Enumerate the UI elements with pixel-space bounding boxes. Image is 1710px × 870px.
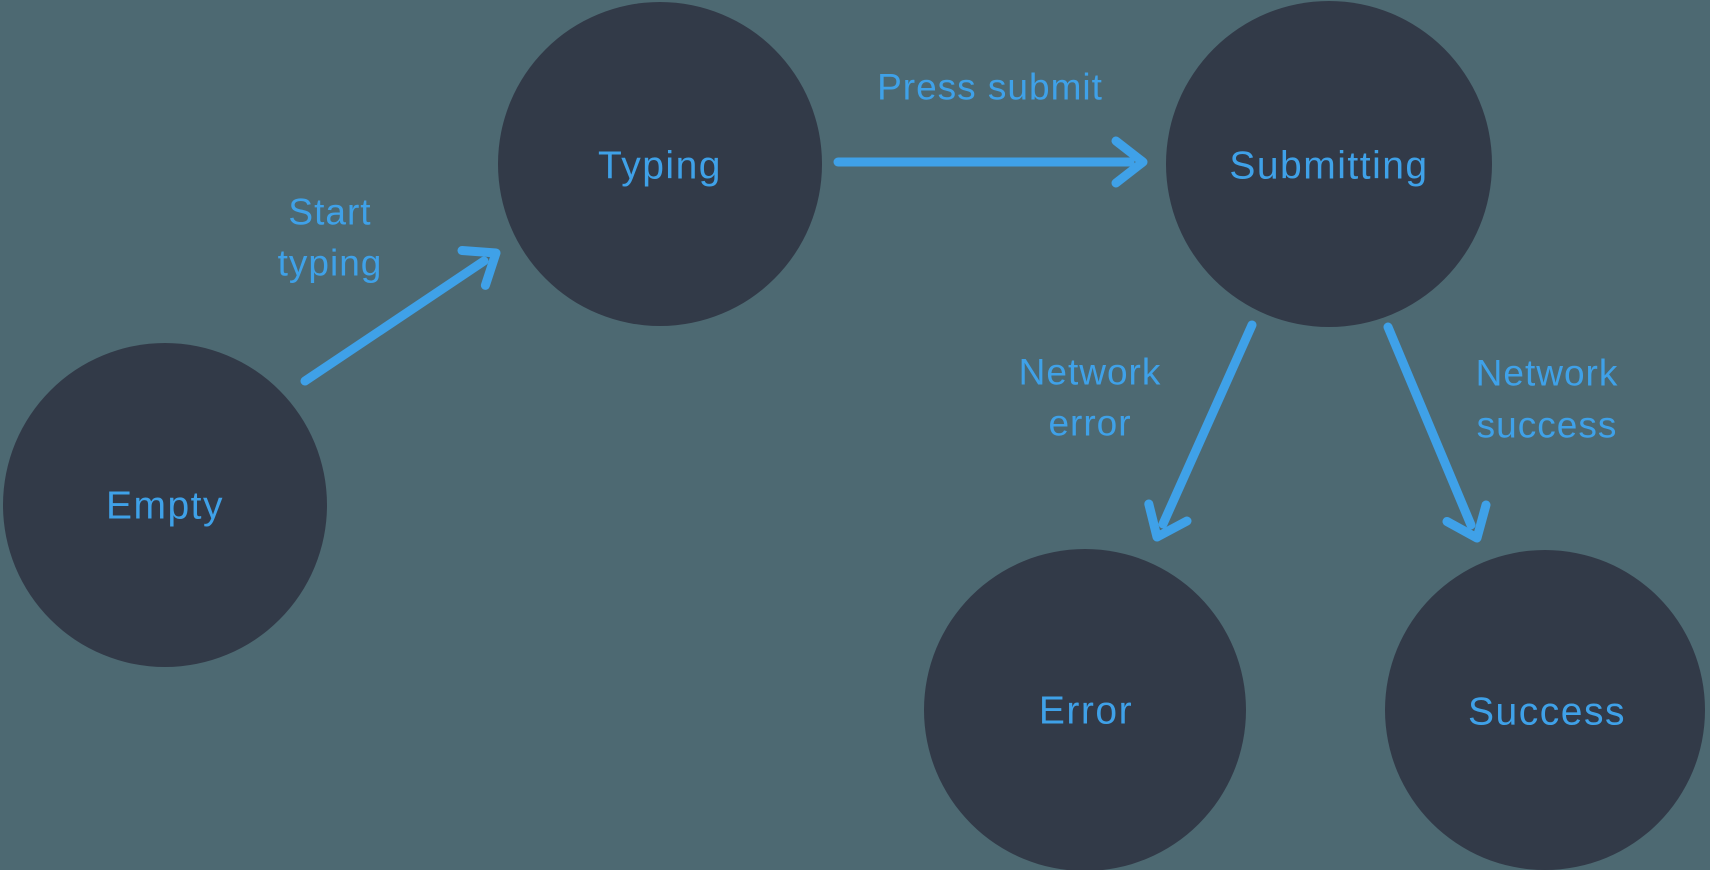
state-label-submitting: Submitting: [1229, 145, 1428, 188]
arrowhead-icon: [457, 246, 501, 290]
state-circle-submitting: [1166, 1, 1492, 327]
state-circle-empty: [3, 343, 327, 667]
edge-network-success-label-line2: success: [1477, 405, 1618, 446]
arrowhead-icon: [1144, 499, 1192, 542]
state-circle-error: [924, 549, 1246, 870]
edge-start-typing: Start typing: [278, 192, 501, 386]
edge-press-submit-label: Press submit: [877, 67, 1103, 108]
edge-network-error: Network error: [1019, 320, 1257, 542]
state-label-empty: Empty: [106, 485, 224, 528]
state-label-error: Error: [1039, 690, 1133, 733]
state-node-typing: Typing: [498, 2, 822, 326]
edge-start-typing-label-line2: typing: [278, 243, 383, 284]
arrowhead-icon: [1111, 136, 1148, 188]
arrowhead-icon: [1442, 500, 1491, 543]
edge-network-success-line: [1383, 322, 1476, 530]
edge-network-error-label-line2: error: [1048, 403, 1131, 444]
edge-start-typing-line: [300, 256, 489, 386]
state-node-success: Success: [1385, 550, 1705, 870]
state-label-typing: Typing: [598, 145, 722, 188]
state-circle-success: [1385, 550, 1705, 870]
edge-network-error-line: [1158, 320, 1257, 529]
state-node-submitting: Submitting: [1166, 1, 1492, 327]
state-node-empty: Empty: [3, 343, 327, 667]
edge-network-success: Network success: [1383, 322, 1619, 543]
state-node-error: Error: [924, 549, 1246, 870]
edge-start-typing-label-line1: Start: [288, 192, 371, 233]
state-label-success: Success: [1468, 691, 1626, 734]
edge-press-submit: Press submit: [833, 67, 1148, 188]
edge-network-success-label-line1: Network: [1476, 353, 1619, 394]
edge-network-error-label-line1: Network: [1019, 352, 1162, 393]
state-circle-typing: [498, 2, 822, 326]
